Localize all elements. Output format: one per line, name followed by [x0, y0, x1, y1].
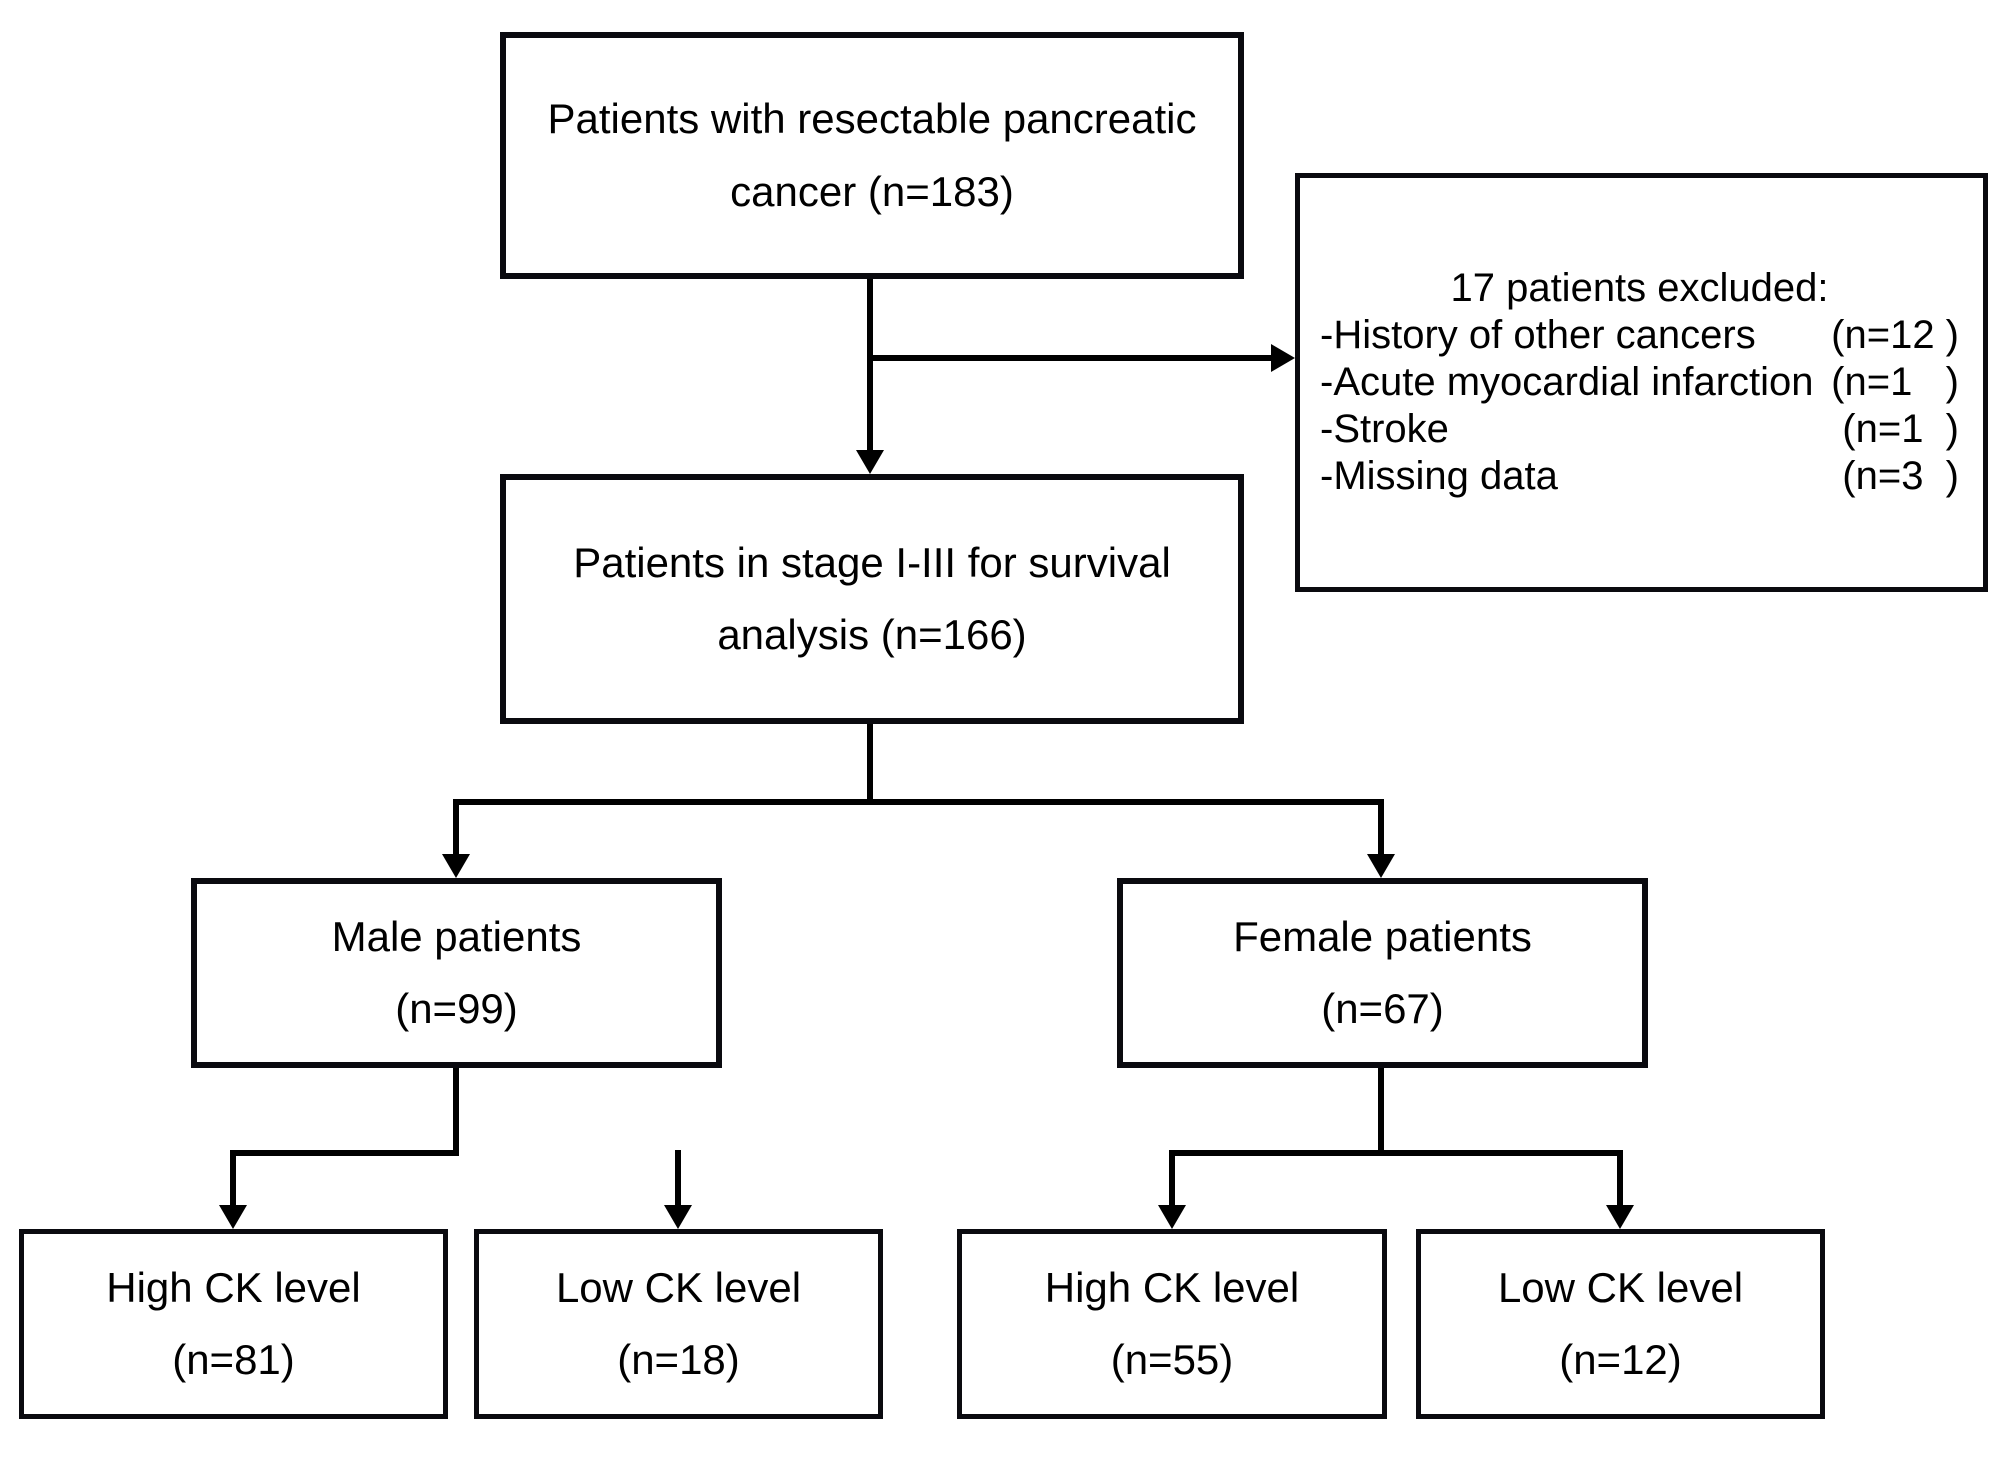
box-male-low-ck: Low CK level (n=18)	[474, 1229, 883, 1419]
excluded-item-count: (n=3 )	[1842, 454, 1959, 498]
box-male-line1: Male patients	[331, 912, 582, 960]
arrowhead-male-high-icon	[219, 1205, 247, 1229]
connector-male-stem	[453, 1068, 459, 1156]
arrowhead-excluded-icon	[1271, 344, 1295, 372]
box-total-line2: cancer (n=183)	[730, 167, 1014, 215]
box-male-patients: Male patients (n=99)	[191, 878, 722, 1068]
connector-gender-branch	[453, 799, 1384, 805]
box-excluded-patients: 17 patients excluded: -History of other …	[1295, 173, 1988, 592]
excluded-item-label: -Stroke	[1320, 407, 1449, 451]
connector-to-excluded	[867, 355, 1273, 361]
connector-total-to-stage	[867, 279, 873, 451]
connector-female-ck-branch	[1169, 1150, 1623, 1156]
box-total-patients: Patients with resectable pancreatic canc…	[500, 32, 1244, 279]
arrowhead-female-low-icon	[1606, 1205, 1634, 1229]
excluded-item-stroke: -Stroke (n=1 )	[1320, 406, 1959, 453]
connector-male-drop	[453, 799, 459, 856]
excluded-item-count: (n=1 )	[1831, 360, 1959, 404]
box-male-high-line2: (n=81)	[172, 1336, 295, 1383]
connector-female-drop	[1378, 799, 1384, 856]
box-male-low-line2: (n=18)	[617, 1336, 740, 1383]
connector-female-stem	[1378, 1068, 1384, 1156]
box-female-high-line2: (n=55)	[1110, 1336, 1234, 1383]
excluded-item-label: -Missing data	[1320, 454, 1558, 498]
box-female-high-ck: High CK level (n=55)	[957, 1229, 1387, 1419]
box-stage-line1: Patients in stage I-III for survival	[573, 538, 1171, 586]
box-female-line2: (n=67)	[1321, 985, 1444, 1032]
excluded-item-count: (n=12 )	[1831, 313, 1959, 357]
box-male-high-ck: High CK level (n=81)	[19, 1229, 448, 1419]
box-female-low-ck: Low CK level (n=12)	[1416, 1229, 1825, 1419]
box-male-high-line1: High CK level	[106, 1263, 361, 1311]
arrowhead-stage-icon	[856, 450, 884, 474]
box-female-patients: Female patients (n=67)	[1117, 878, 1648, 1068]
excluded-item-missing-data: -Missing data (n=3 )	[1320, 453, 1959, 500]
excluded-item-label: -History of other cancers	[1320, 313, 1756, 357]
arrowhead-male-icon	[442, 854, 470, 878]
connector-male-high-drop	[230, 1150, 236, 1207]
box-female-line1: Female patients	[1233, 912, 1532, 960]
connector-female-low-drop	[1617, 1150, 1623, 1207]
box-male-line2: (n=99)	[395, 985, 518, 1032]
connector-male-low-drop	[675, 1150, 681, 1207]
box-female-low-line2: (n=12)	[1559, 1336, 1682, 1383]
box-stage-survival: Patients in stage I-III for survival ana…	[500, 474, 1244, 724]
arrowhead-female-high-icon	[1158, 1205, 1186, 1229]
box-female-high-line1: High CK level	[1044, 1263, 1300, 1311]
excluded-title: 17 patients excluded:	[1450, 266, 1829, 310]
connector-male-ck-branch	[230, 1150, 459, 1156]
excluded-item-label: -Acute myocardial infarction	[1320, 360, 1814, 404]
box-female-low-line1: Low CK level	[1497, 1263, 1744, 1311]
excluded-item-count: (n=1 )	[1842, 407, 1959, 451]
arrowhead-male-low-icon	[664, 1205, 692, 1229]
excluded-item-history: -History of other cancers (n=12 )	[1320, 312, 1959, 359]
excluded-item-infarction: -Acute myocardial infarction (n=1 )	[1320, 359, 1959, 406]
connector-stage-stem	[867, 724, 873, 805]
arrowhead-female-icon	[1367, 854, 1395, 878]
connector-female-high-drop	[1169, 1150, 1175, 1207]
box-male-low-line1: Low CK level	[555, 1263, 802, 1311]
box-total-line1: Patients with resectable pancreatic	[547, 95, 1197, 143]
box-stage-line2: analysis (n=166)	[717, 611, 1027, 658]
